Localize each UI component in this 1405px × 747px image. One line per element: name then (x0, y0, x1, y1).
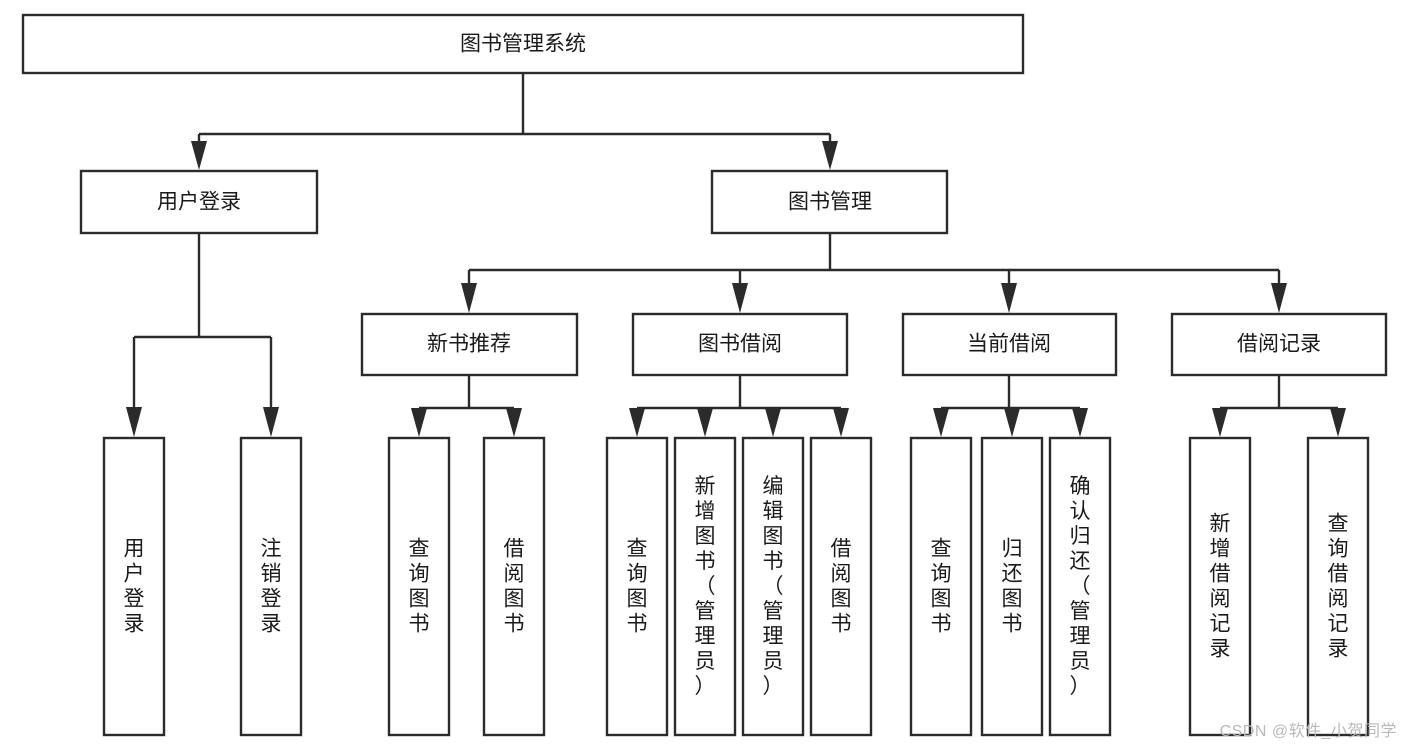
node-borrow-record[interactable]: 借阅记录 (1170, 312, 1388, 377)
arrowhead-leaf-query-book-rec (411, 408, 427, 437)
node-root[interactable]: 图书管理系统 (21, 13, 1025, 75)
node-leaf-add-book[interactable]: 新增图书（管理员） (673, 436, 737, 737)
node-leaf-user-login[interactable]: 用户登录 (102, 436, 166, 737)
arrowhead-leaf-add-book (697, 408, 713, 437)
node-leaf-borrow-book[interactable]: 借阅图书 (809, 436, 873, 737)
connectors-layer (126, 73, 1346, 437)
node-book-manage-box[interactable] (710, 169, 949, 235)
node-current-borrow-label: 当前借阅 (967, 333, 1051, 356)
arrowhead-leaf-confirm-return (1072, 408, 1088, 437)
node-book-borrow[interactable]: 图书借阅 (631, 312, 849, 377)
node-leaf-query-record-label: 查询借阅记录 (1328, 513, 1349, 661)
node-book-manage[interactable]: 图书管理 (710, 169, 949, 235)
node-leaf-query-book-rec[interactable]: 查询图书 (387, 436, 451, 737)
node-leaf-query-record[interactable]: 查询借阅记录 (1306, 436, 1370, 737)
node-user-login-label: 用户登录 (157, 191, 241, 214)
arrowhead-leaf-edit-book (765, 408, 781, 437)
node-leaf-confirm-return[interactable]: 确认归还（管理员） (1048, 436, 1112, 737)
node-leaf-edit-book-box[interactable] (741, 436, 805, 737)
node-leaf-query-book-borrow-label: 查询图书 (627, 538, 648, 636)
node-user-login-box[interactable] (79, 169, 319, 235)
nodes-layer: 图书管理系统 用户登录 图书管理 新书推荐 图书借阅 当前借阅 借阅记录 (21, 13, 1388, 737)
node-leaf-confirm-return-label: 确认归还（管理员） (1070, 475, 1091, 698)
node-leaf-add-record[interactable]: 新增借阅记录 (1188, 436, 1252, 737)
node-leaf-return-book-label: 归还图书 (1002, 538, 1023, 636)
arrowhead-borrow-record (1271, 283, 1287, 313)
node-leaf-logout-label: 注销登录 (261, 538, 282, 636)
node-new-book-rec[interactable]: 新书推荐 (360, 312, 579, 377)
node-book-manage-label: 图书管理 (788, 191, 872, 214)
node-leaf-query-book-borrow-box[interactable] (605, 436, 669, 737)
node-leaf-logout-box[interactable] (239, 436, 303, 737)
node-leaf-query-book-current-box[interactable] (909, 436, 973, 737)
node-leaf-add-record-label: 新增借阅记录 (1210, 513, 1231, 661)
arrowhead-leaf-query-book-current (933, 408, 949, 437)
node-book-borrow-label: 图书借阅 (698, 333, 782, 356)
node-book-borrow-box[interactable] (631, 312, 849, 377)
arrowhead-leaf-user-login (126, 407, 142, 437)
arrowhead-leaf-add-record (1212, 408, 1228, 437)
node-new-book-rec-label: 新书推荐 (427, 333, 511, 356)
node-leaf-user-login-label: 用户登录 (124, 538, 145, 636)
node-leaf-borrow-book-box[interactable] (809, 436, 873, 737)
arrowhead-leaf-query-record (1330, 408, 1346, 437)
node-root-box[interactable] (21, 13, 1025, 75)
node-leaf-logout[interactable]: 注销登录 (239, 436, 303, 737)
arrowhead-current-borrow (1001, 283, 1017, 313)
arrowhead-leaf-query-book-borrow (629, 408, 645, 437)
node-leaf-borrow-book-rec-box[interactable] (482, 436, 546, 737)
node-leaf-borrow-book-label: 借阅图书 (831, 538, 852, 636)
node-leaf-add-record-box[interactable] (1188, 436, 1252, 737)
arrowhead-leaf-borrow-book-rec (506, 408, 522, 437)
arrowhead-book-manage (822, 141, 838, 170)
node-leaf-add-book-label: 新增图书（管理员） (695, 475, 716, 698)
arrowhead-user-login (191, 141, 207, 170)
node-leaf-query-book-current-label: 查询图书 (931, 538, 952, 636)
node-leaf-query-book-rec-box[interactable] (387, 436, 451, 737)
node-leaf-user-login-box[interactable] (102, 436, 166, 737)
node-leaf-borrow-book-rec-label: 借阅图书 (504, 538, 525, 636)
node-root-label: 图书管理系统 (460, 33, 586, 56)
node-leaf-query-book-rec-label: 查询图书 (409, 538, 430, 636)
node-current-borrow[interactable]: 当前借阅 (901, 312, 1118, 377)
node-leaf-add-book-box[interactable] (673, 436, 737, 737)
node-leaf-return-book[interactable]: 归还图书 (980, 436, 1044, 737)
node-leaf-query-book-current[interactable]: 查询图书 (909, 436, 973, 737)
arrowhead-leaf-return-book (1004, 408, 1020, 437)
node-leaf-edit-book-label: 编辑图书（管理员） (763, 475, 784, 698)
arrowhead-leaf-logout (263, 407, 279, 437)
node-borrow-record-label: 借阅记录 (1237, 333, 1321, 356)
node-leaf-edit-book[interactable]: 编辑图书（管理员） (741, 436, 805, 737)
node-user-login[interactable]: 用户登录 (79, 169, 319, 235)
node-leaf-confirm-return-box[interactable] (1048, 436, 1112, 737)
node-borrow-record-box[interactable] (1170, 312, 1388, 377)
leaf-nodes-layer: 用户登录 注销登录 查询图书 借阅图书 查询图书 新增图书（管理员） (102, 436, 1370, 737)
arrowhead-new-book-rec (461, 283, 477, 313)
arrowhead-book-borrow (732, 283, 748, 313)
node-leaf-query-record-box[interactable] (1306, 436, 1370, 737)
arrowhead-leaf-borrow-book (833, 408, 849, 437)
node-leaf-return-book-box[interactable] (980, 436, 1044, 737)
node-leaf-query-book-borrow[interactable]: 查询图书 (605, 436, 669, 737)
node-current-borrow-box[interactable] (901, 312, 1118, 377)
node-leaf-borrow-book-rec[interactable]: 借阅图书 (482, 436, 546, 737)
node-new-book-rec-box[interactable] (360, 312, 579, 377)
